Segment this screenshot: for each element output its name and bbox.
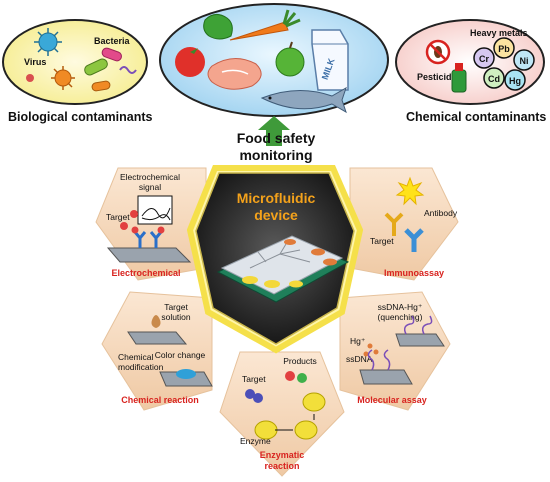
bacteria-icon <box>84 47 137 92</box>
svg-text:signal: signal <box>139 182 161 192</box>
svg-text:Target: Target <box>106 212 130 222</box>
element-hg: Hg <box>504 69 526 91</box>
food-group: MILK <box>159 3 389 117</box>
immunoassay-title: Immunoassay <box>384 268 444 278</box>
virus-label: Virus <box>24 57 46 67</box>
antibody-gold-icon <box>384 212 404 236</box>
virus-small-icon <box>26 74 34 82</box>
virus-blue-icon <box>34 28 62 56</box>
element-pb: Pb <box>493 37 515 59</box>
svg-text:Target: Target <box>164 302 188 312</box>
chemical-caption: Chemical contaminants <box>406 110 546 124</box>
svg-text:Cr: Cr <box>479 54 489 64</box>
svg-text:Chemical: Chemical <box>118 352 154 362</box>
biological-caption: Biological contaminants <box>8 110 153 124</box>
svg-text:ssDNA-Hg⁺: ssDNA-Hg⁺ <box>378 302 423 312</box>
svg-text:ssDNA: ssDNA <box>346 354 373 364</box>
spray-bottle-icon <box>451 63 467 93</box>
milk-carton-icon: MILK <box>311 29 349 91</box>
device-title-line2: device <box>254 207 298 223</box>
svg-text:Hg⁺: Hg⁺ <box>350 336 366 346</box>
apple-icon <box>275 41 305 77</box>
element-ni: Ni <box>513 49 535 71</box>
bacteria-label: Bacteria <box>94 36 131 46</box>
svg-text:Ni: Ni <box>520 56 529 66</box>
svg-text:Enzyme: Enzyme <box>240 436 271 446</box>
element-cd: Cd <box>483 67 505 89</box>
fish-icon <box>260 86 347 114</box>
device-title-line1: Microfluidic <box>237 190 316 206</box>
panel-chemical-reaction: Target solution Chemical modification Co… <box>101 291 213 411</box>
svg-text:Hg: Hg <box>509 76 521 86</box>
svg-text:Target: Target <box>242 374 266 384</box>
element-cr: Cr <box>473 47 495 69</box>
chemical-contaminants-group: Heavy metals Pesticide Pb Cr Ni Cd <box>395 19 546 124</box>
antibody-blue-icon <box>404 228 424 252</box>
panel-enzymatic: Products Target Enzyme Enzymatic reactio… <box>219 351 345 477</box>
heavy-metals-label: Heavy metals <box>470 28 528 38</box>
chemical-reaction-title: Chemical reaction <box>121 395 199 405</box>
carrot-icon <box>229 9 301 41</box>
sun-target-icon <box>395 176 425 206</box>
svg-text:Target: Target <box>370 236 394 246</box>
molecular-assay-title: Molecular assay <box>357 395 427 405</box>
pesticide-label: Pesticide <box>417 72 457 82</box>
panel-immunoassay: Antibody Target Immunoassay <box>349 167 459 281</box>
up-arrow-icon <box>258 116 290 146</box>
svg-text:Pb: Pb <box>498 44 510 54</box>
svg-text:Products: Products <box>283 356 317 366</box>
svg-text:solution: solution <box>161 312 191 322</box>
microfluidic-device-group: Microfluidic device <box>186 165 364 354</box>
panel-electrochemical: Electrochemical signal Target Electroche… <box>95 167 207 281</box>
svg-text:(quenching): (quenching) <box>378 312 423 322</box>
monitoring-title-line1: Food safety <box>237 130 316 146</box>
svg-text:modification: modification <box>118 362 164 372</box>
salmon-steak-icon <box>207 58 262 90</box>
biological-contaminants-group: Bacteria Virus Biological contaminants <box>2 19 153 124</box>
tomato-icon <box>175 47 205 77</box>
svg-text:Color change: Color change <box>155 350 206 360</box>
enzymatic-title-line2: reaction <box>264 461 299 471</box>
enzymatic-title-line1: Enzymatic <box>260 450 305 460</box>
no-insect-icon <box>425 39 451 65</box>
monitoring-title-line2: monitoring <box>239 147 312 163</box>
panel-molecular-assay: ssDNA-Hg⁺ (quenching) Hg⁺ ssDNA Molecula… <box>339 291 451 411</box>
electrochemical-title: Electrochemical <box>111 268 180 278</box>
greens-icon <box>203 14 233 40</box>
svg-text:Antibody: Antibody <box>424 208 458 218</box>
svg-text:Electrochemical: Electrochemical <box>120 172 180 182</box>
svg-text:Cd: Cd <box>488 74 500 84</box>
virus-orange-icon <box>51 66 75 90</box>
